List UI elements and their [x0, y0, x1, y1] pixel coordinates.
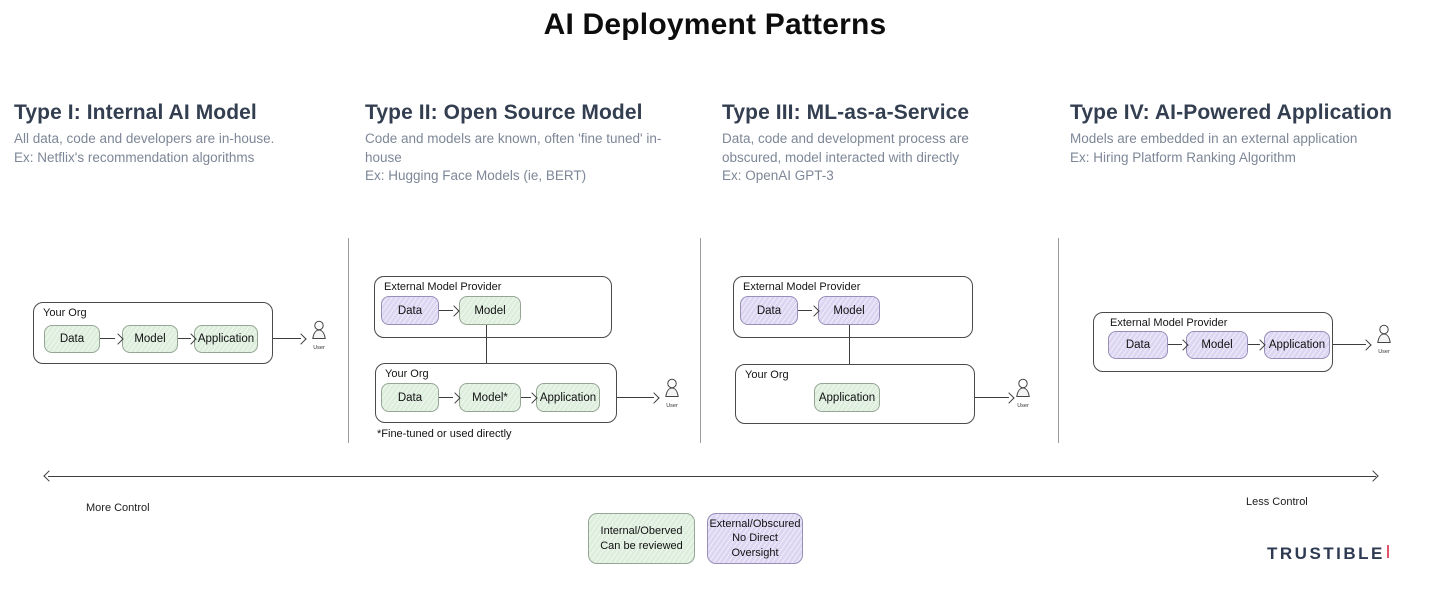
- type3-arrow-provider-data-model: [798, 310, 812, 311]
- user-icon: [1016, 378, 1030, 397]
- type4-provider-label: External Model Provider: [1110, 317, 1228, 329]
- legend-internal-line2: Can be reviewed: [600, 539, 683, 552]
- type3-example: Ex: OpenAI GPT-3: [722, 168, 834, 184]
- type3-provider-data-node: Data: [740, 296, 798, 325]
- legend-external-line1: External/Obscured: [709, 518, 801, 531]
- type4-data-node: Data: [1108, 331, 1168, 359]
- type4-model-node: Model: [1186, 331, 1248, 359]
- type2-user-label: User: [666, 403, 678, 409]
- trustible-logo-text: TRUSTIBLE: [1267, 544, 1385, 563]
- type1-data-node: Data: [44, 325, 100, 353]
- trustible-logo-accent-mark: [1386, 545, 1389, 558]
- type2-provider-model-node: Model: [459, 296, 521, 325]
- type2-header-block: Type II: Open Source Model Code and mode…: [365, 101, 671, 186]
- type3-your-org-container: [735, 364, 975, 424]
- divider-2: [700, 238, 701, 443]
- divider-1: [348, 238, 349, 443]
- more-control-label: More Control: [86, 502, 150, 514]
- type2-arrowhead-4: [648, 392, 660, 404]
- type4-header-block: Type IV: AI-Powered Application Models a…: [1070, 101, 1420, 167]
- type3-arrow-to-user: [975, 397, 1009, 398]
- type4-user: User: [1371, 324, 1397, 355]
- type2-arrow-to-user: [617, 397, 654, 398]
- type1-heading: Type I: Internal AI Model: [14, 101, 257, 124]
- type3-org-application-node: Application: [814, 383, 880, 412]
- type4-heading: Type IV: AI-Powered Application: [1070, 101, 1393, 124]
- type4-arrowhead-3: [1360, 339, 1372, 351]
- trustible-logo: TRUSTIBLE: [1267, 544, 1389, 564]
- type3-provider-label: External Model Provider: [743, 281, 861, 293]
- type2-footnote: *Fine-tuned or used directly: [377, 428, 512, 440]
- less-control-label: Less Control: [1246, 496, 1308, 508]
- type4-arrow-model-application: [1248, 344, 1260, 345]
- legend-external: External/Obscured No Direct Oversight: [707, 513, 803, 564]
- type2-arrow-provider-data-model: [439, 310, 453, 311]
- type4-arrow-data-model: [1168, 344, 1182, 345]
- type1-arrow-data-model: [100, 338, 115, 339]
- type1-model-node: Model: [122, 325, 178, 353]
- type1-arrowhead-3: [295, 333, 307, 345]
- type2-description: Code and models are known, often 'fine t…: [365, 131, 662, 165]
- type1-user: User: [306, 320, 332, 351]
- control-axis-left-arrowhead: [43, 470, 55, 482]
- type1-application-node: Application: [194, 325, 258, 353]
- type3-your-org-label: Your Org: [745, 369, 789, 381]
- user-icon: [1377, 324, 1391, 343]
- type2-arrow-org-model-application: [521, 397, 531, 398]
- control-axis-right-arrowhead: [1367, 470, 1379, 482]
- type1-example: Ex: Netflix's recommendation algorithms: [14, 149, 255, 165]
- type2-provider-data-node: Data: [381, 296, 439, 325]
- type2-heading: Type II: Open Source Model: [365, 101, 643, 124]
- type3-provider-model-node: Model: [818, 296, 880, 325]
- type1-header-block: Type I: Internal AI Model All data, code…: [14, 101, 350, 167]
- type1-description: All data, code and developers are in-hou…: [14, 131, 275, 146]
- type4-user-label: User: [1378, 349, 1390, 355]
- legend-internal-line1: Internal/Oberved: [600, 525, 683, 538]
- type3-user-label: User: [1017, 403, 1029, 409]
- type3-heading: Type III: ML-as-a-Service: [722, 101, 970, 124]
- type2-org-data-node: Data: [381, 383, 439, 412]
- page-title: AI Deployment Patterns: [543, 8, 887, 41]
- type3-description: Data, code and development process are o…: [722, 131, 969, 165]
- divider-3: [1058, 238, 1059, 443]
- type4-application-node: Application: [1264, 331, 1330, 359]
- type4-example: Ex: Hiring Platform Ranking Algorithm: [1070, 149, 1296, 165]
- type3-header-block: Type III: ML-as-a-Service Data, code and…: [722, 101, 1002, 186]
- type2-provider-label: External Model Provider: [384, 281, 502, 293]
- type1-your-org-label: Your Org: [43, 307, 87, 319]
- legend-external-line2: No Direct Oversight: [731, 532, 779, 559]
- type4-description: Models are embedded in an external appli…: [1070, 131, 1358, 146]
- type2-user: User: [659, 378, 685, 409]
- type1-arrow-model-application: [178, 338, 191, 339]
- type2-example: Ex: Hugging Face Models (ie, BERT): [365, 168, 587, 184]
- type2-your-org-label: Your Org: [385, 368, 429, 380]
- user-icon: [312, 320, 326, 339]
- type3-arrow-model-down: [849, 325, 850, 371]
- type2-org-model-node: Model*: [459, 383, 521, 412]
- legend-internal: Internal/Oberved Can be reviewed: [588, 513, 695, 564]
- type1-arrow-to-user: [273, 338, 301, 339]
- type1-user-label: User: [313, 345, 325, 351]
- control-axis-line: [48, 476, 1376, 477]
- type2-arrow-model-down: [486, 325, 487, 373]
- type4-arrow-to-user: [1333, 344, 1366, 345]
- user-icon: [665, 378, 679, 397]
- type3-user: User: [1010, 378, 1036, 409]
- type2-arrow-org-data-model: [439, 397, 453, 398]
- type2-org-application-node: Application: [536, 383, 600, 412]
